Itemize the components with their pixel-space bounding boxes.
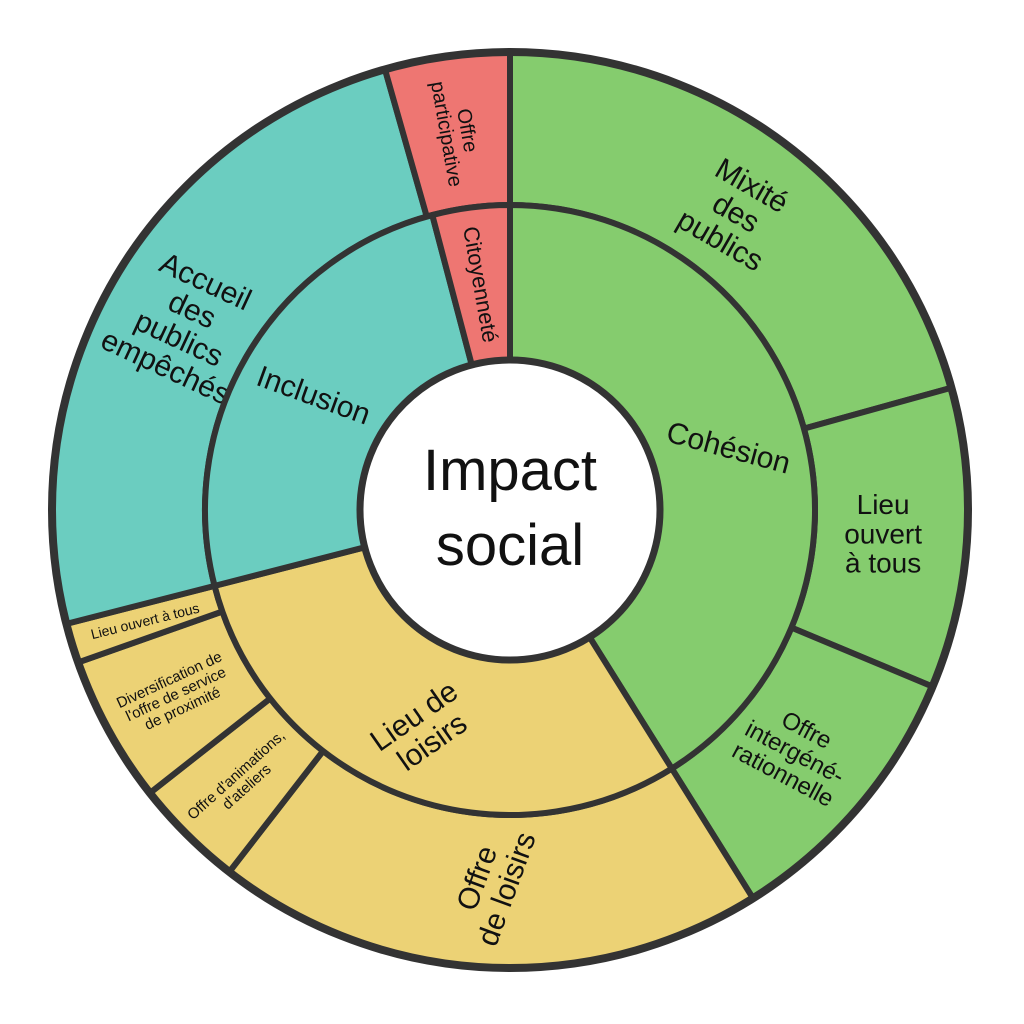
- center-circle: [356, 356, 664, 664]
- center-title-line-2: social: [436, 513, 584, 578]
- outer-label-line: à tous: [845, 548, 921, 579]
- outer-label-line: ouvert: [844, 518, 922, 549]
- outer-border: [48, 48, 972, 972]
- center-title-line-1: Impact: [423, 438, 597, 503]
- outer-label-line: Lieu: [857, 489, 910, 520]
